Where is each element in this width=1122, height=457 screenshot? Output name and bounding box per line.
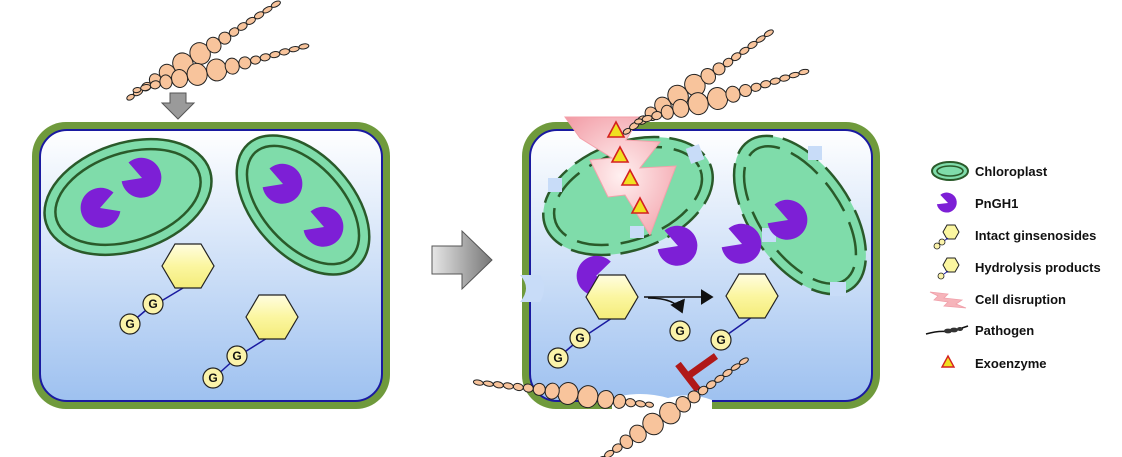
- glucose-label: G: [125, 317, 134, 331]
- chloroplast-breach: [548, 178, 562, 192]
- glucose-label: G: [232, 349, 241, 363]
- glucose-label: G: [675, 324, 684, 338]
- glucose-label: G: [716, 333, 725, 347]
- exoenzyme-triangle: [630, 196, 650, 214]
- legend-item-exoenzyme: Exoenzyme: [940, 354, 1047, 371]
- legend-item-pathogen: Pathogen: [925, 323, 1034, 338]
- transition-arrow: [431, 229, 493, 291]
- exoenzyme-triangle: [610, 145, 630, 163]
- legend-item-hydrolysis: Hydrolysis products: [937, 257, 1101, 280]
- disrupted-cell: G G G G: [520, 116, 880, 412]
- intact-ginsenoside-legend-icon: [933, 224, 960, 250]
- pathogen: [129, 42, 313, 98]
- glucose-label: G: [575, 331, 584, 345]
- chloroplast-legend-icon: [931, 161, 969, 181]
- enzyme-legend-icon: [936, 192, 957, 213]
- exoenzyme-legend-icon: [940, 354, 956, 368]
- hydrolysis-product: G: [710, 273, 779, 351]
- legend-label: Chloroplast: [975, 164, 1048, 179]
- legend-item-chloroplast: Chloroplast: [931, 161, 1048, 181]
- attack-arrow-down: [160, 92, 196, 120]
- release-arrow: [647, 297, 685, 314]
- glucose-label: G: [208, 371, 217, 385]
- chloroplast-breach: [630, 226, 644, 238]
- exoenzyme-triangle: [620, 168, 640, 186]
- chloroplast-breach: [808, 146, 822, 160]
- legend-label: Pathogen: [975, 323, 1034, 338]
- legend-item-pngh1: PnGH1: [936, 192, 1018, 213]
- legend: Chloroplast PnGH1 Intact ginsenosides H: [925, 161, 1101, 371]
- legend-label: Exoenzyme: [975, 356, 1047, 371]
- chloroplast-breach: [685, 144, 705, 164]
- legend-label: PnGH1: [975, 196, 1018, 211]
- glucose-label: G: [148, 297, 157, 311]
- exoenzyme-group: [606, 120, 650, 214]
- inhibition-symbol: [675, 353, 719, 393]
- chloroplast-left-1: [43, 137, 213, 257]
- pathogen-legend-icon: [925, 325, 969, 335]
- disruption-legend-icon: [929, 291, 967, 309]
- intact-cell: G G G G: [32, 122, 390, 409]
- exoenzyme-triangle: [606, 120, 626, 138]
- legend-label: Cell disruption: [975, 292, 1066, 307]
- cell-disruption-bolt: [564, 116, 677, 237]
- legend-label: Intact ginsenosides: [975, 228, 1096, 243]
- intact-ginsenoside: G G: [202, 294, 299, 389]
- released-glucose: G: [669, 320, 691, 342]
- legend-label: Hydrolysis products: [975, 260, 1101, 275]
- hydrolysis-product-legend-icon: [937, 257, 960, 280]
- wall-breach: [520, 275, 544, 302]
- legend-item-disruption: Cell disruption: [929, 291, 1066, 309]
- intact-ginsenoside: G G: [547, 274, 639, 369]
- chloroplast-breach: [830, 282, 846, 296]
- glucose-label: G: [553, 351, 562, 365]
- intact-ginsenoside: G G: [119, 243, 215, 335]
- legend-item-intact: Intact ginsenosides: [933, 224, 1096, 250]
